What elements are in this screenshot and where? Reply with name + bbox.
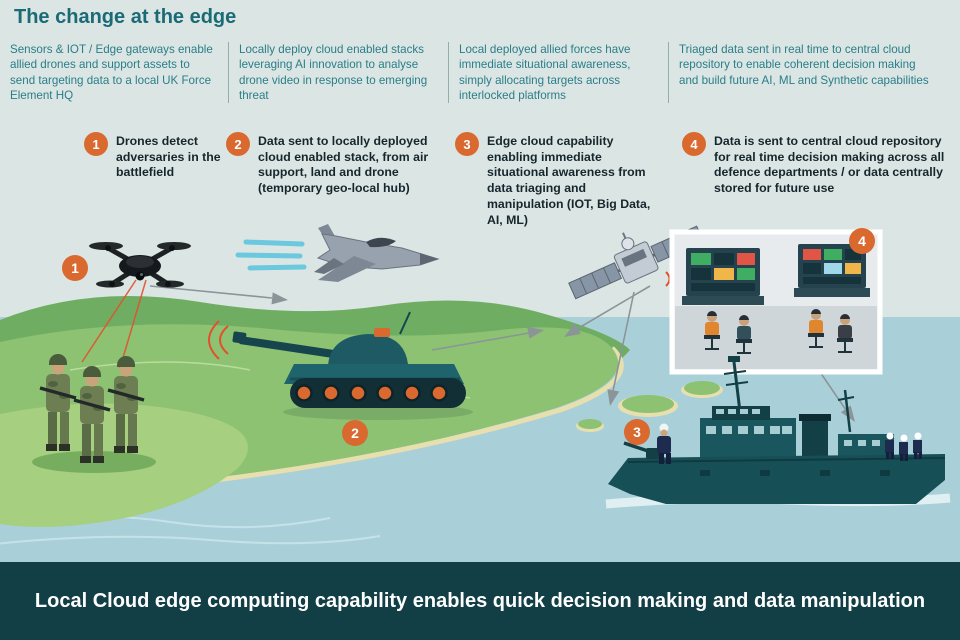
data-flow-arrows: [149, 285, 855, 422]
svg-text:3: 3: [633, 424, 641, 440]
step-1: 1 Drones detect adversaries in the battl…: [84, 132, 234, 181]
step-2-badge: 2: [226, 132, 250, 156]
page-title: The change at the edge: [14, 6, 237, 28]
step-1-badge: 1: [84, 132, 108, 156]
steps-row: 1 Drones detect adversaries in the battl…: [0, 132, 960, 234]
control-room-photo: [669, 229, 883, 375]
jet-speed-lines: [235, 239, 307, 271]
intro-columns: Sensors & IOT / Edge gateways enable all…: [10, 42, 952, 104]
soldiers-icon: [32, 352, 156, 473]
scene-marker-4: 4: [849, 228, 875, 254]
banner-text: Local Cloud edge computing capability en…: [34, 589, 926, 612]
step-3-badge: 3: [455, 132, 479, 156]
intro-col-4: Triaged data sent in real time to centra…: [668, 42, 952, 104]
tank-icon: [208, 311, 473, 420]
bottom-banner: Local Cloud edge computing capability en…: [0, 562, 960, 640]
scene-markers: 1 2 3 4: [62, 228, 875, 446]
ship-officer: [657, 423, 671, 464]
intro-col-1: Sensors & IOT / Edge gateways enable all…: [10, 43, 213, 102]
scene-marker-1: 1: [62, 255, 88, 281]
step-3: 3 Edge cloud capability enabling immedia…: [455, 132, 653, 228]
sailors: [885, 432, 922, 461]
scene-marker-2: 2: [342, 420, 368, 446]
step-3-label: Edge cloud capability enabling immediate…: [487, 134, 651, 227]
step-4-label: Data is sent to central cloud repository…: [714, 134, 945, 196]
drone-icon: [81, 242, 191, 369]
intro-col-3: Local deployed allied forces have immedi…: [448, 42, 668, 104]
svg-text:2: 2: [351, 425, 359, 441]
operators: [704, 309, 853, 354]
step-4: 4 Data is sent to central cloud reposito…: [682, 132, 950, 197]
step-1-label: Drones detect adversaries in the battlef…: [116, 134, 221, 180]
intro-col-2: Locally deploy cloud enabled stacks leve…: [228, 42, 448, 104]
scene-illustration: 1 2 3 4: [0, 224, 960, 562]
navy-ship-icon: [605, 356, 951, 509]
scene-marker-3: 3: [624, 419, 650, 445]
svg-text:4: 4: [858, 233, 866, 249]
svg-text:1: 1: [71, 260, 79, 276]
step-2-label: Data sent to locally deployed cloud enab…: [258, 134, 429, 196]
step-2: 2 Data sent to locally deployed cloud en…: [226, 132, 436, 197]
fighter-jet-icon: [235, 224, 440, 282]
step-4-badge: 4: [682, 132, 706, 156]
